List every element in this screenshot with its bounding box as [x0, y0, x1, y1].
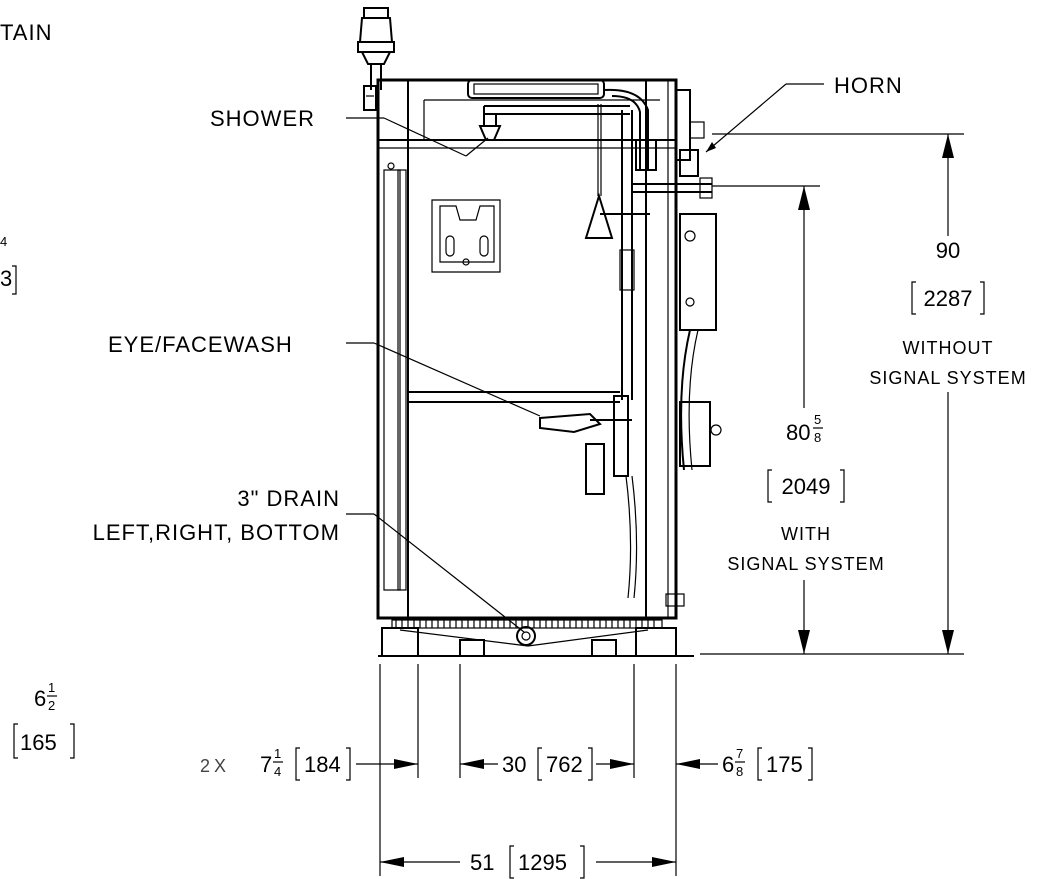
callout-labels: TAIN SHOWER EYE/FACEWASH 3" DRAIN LEFT,R…: [0, 20, 903, 545]
signal-height-value-num: 5: [814, 412, 821, 427]
label-eye-facewash: EYE/FACEWASH: [108, 332, 293, 357]
left-edge-value-den: 2: [48, 698, 55, 713]
label-shower: SHOWER: [210, 106, 315, 131]
right-offset-dimension: 6 7 8 175: [722, 746, 813, 781]
label-drain-line2: LEFT,RIGHT, BOTTOM: [93, 520, 340, 545]
signal-beacon: [357, 7, 395, 111]
inner-span-value: 30: [502, 752, 526, 777]
signal-height-note1: WITH: [781, 524, 831, 544]
overall-height-dimension: 90 2287 WITHOUT SIGNAL SYSTEM: [869, 238, 1026, 388]
label-drain-line1: 3" DRAIN: [237, 486, 340, 511]
overall-width-dimension: 51 1295: [470, 845, 585, 879]
label-horn: HORN: [834, 73, 903, 98]
overall-height-note2: SIGNAL SYSTEM: [869, 368, 1026, 388]
foot-width-value-den: 4: [274, 764, 281, 779]
right-offset-value-den: 8: [736, 764, 743, 779]
left-edge-bracket-value: 3: [0, 266, 12, 291]
foot-width-value-whole: 7: [260, 752, 272, 777]
left-edge-value-whole: 6: [34, 686, 46, 711]
signal-height-metric: 2049: [782, 474, 831, 499]
signal-height-dimension: 80 5 8 2049 WITH SIGNAL SYSTEM: [727, 412, 884, 574]
foot-width-dimension: 2X 7 1 4 184: [200, 746, 351, 781]
booth-cabinet: [376, 78, 694, 657]
overall-height-note1: WITHOUT: [903, 338, 994, 358]
overall-width-value: 51: [470, 850, 494, 875]
signal-height-note2: SIGNAL SYSTEM: [727, 554, 884, 574]
eye-facewash-assembly: [539, 395, 638, 599]
foot-width-value-num: 1: [274, 746, 281, 761]
label-partial-top-left: TAIN: [0, 20, 52, 45]
inner-span-metric: 762: [546, 752, 583, 777]
overall-height-metric: 2287: [924, 286, 973, 311]
right-offset-metric: 175: [766, 752, 803, 777]
shower-assembly: [467, 79, 722, 607]
left-edge-metric: 165: [20, 730, 57, 755]
signal-height-value-den: 8: [814, 430, 821, 445]
foot-width-metric: 184: [304, 752, 341, 777]
leader-lines: [346, 83, 824, 633]
left-edge-value-num: 1: [48, 680, 55, 695]
signal-height-value-whole: 80: [786, 420, 810, 445]
left-edge-dimension: 4 3 6 1 2 165: [0, 234, 75, 759]
overall-width-metric: 1295: [518, 850, 567, 875]
dimension-lines: [356, 133, 964, 876]
foot-width-prefix: 2X: [200, 756, 230, 776]
left-edge-frac-top: 4: [0, 234, 7, 249]
inner-span-dimension: 30 762: [502, 747, 593, 781]
overall-height-value: 90: [936, 238, 960, 263]
right-offset-value-num: 7: [736, 746, 743, 761]
bottom-grate-ticks: [395, 620, 655, 628]
right-offset-value-whole: 6: [722, 752, 734, 777]
